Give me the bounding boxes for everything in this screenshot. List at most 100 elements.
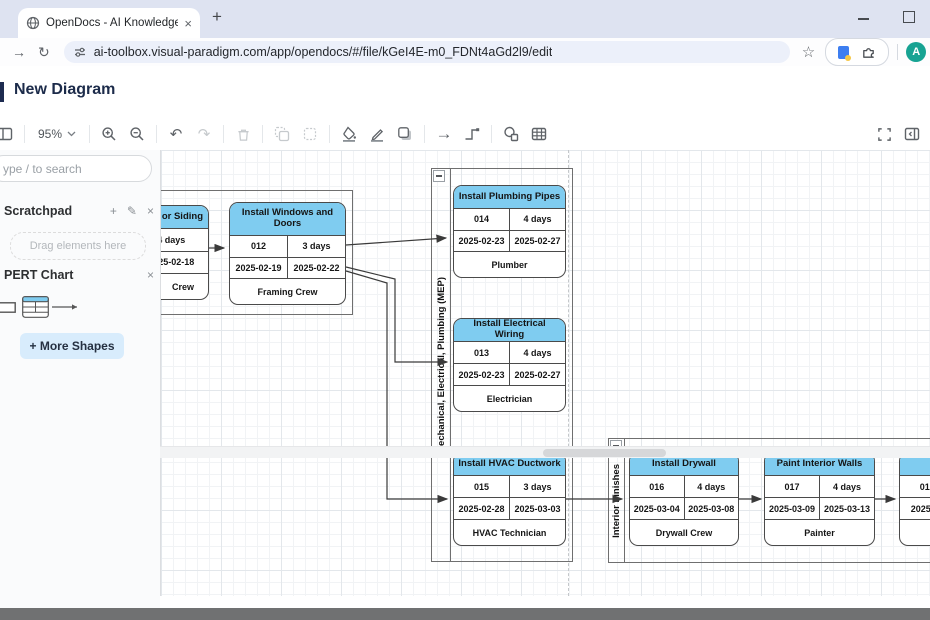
drag-hint: Drag elements here [29,240,127,252]
task-duration: 4 days [523,347,552,358]
page-title: New Diagram [14,81,116,98]
pert-task-hvac[interactable]: Install HVAC Ductwork 015 3 days 2025-02… [453,452,566,546]
delete-icon[interactable] [234,125,252,143]
task-resource: Plumber [491,259,528,270]
tab-close-icon[interactable]: × [184,15,192,31]
table-icon[interactable] [530,125,548,143]
window-maximize-icon[interactable] [903,11,915,23]
scratchpad-add-icon[interactable]: + [109,204,117,218]
site-settings-icon[interactable] [74,46,86,58]
undo-icon[interactable]: ↶ [169,126,183,143]
task-start: 2025-03-04 [630,498,685,519]
puzzle-extensions-icon[interactable] [861,45,876,60]
palette-title: PERT Chart [4,268,74,282]
task-end: 2025-03-13 [823,503,871,514]
more-shapes-label: + More Shapes [29,339,115,353]
pert-task-paint[interactable]: Paint Interior Walls 017 4 days 2025-03-… [764,452,875,546]
shadow-icon[interactable] [396,125,414,143]
task-duration: 3 days [302,241,331,252]
task-end: 2025-03-03 [514,503,561,514]
zoom-out-icon[interactable] [128,125,146,143]
fullscreen-icon[interactable] [875,125,893,143]
task-id: 014 [454,209,510,230]
task-title: or Siding [161,206,208,229]
scratchpad-close-icon[interactable]: × [146,204,154,218]
group-interior-label-strip: Interior Finishes [609,439,625,562]
line-color-icon[interactable] [368,125,386,143]
toggle-right-panel-icon[interactable] [903,125,921,143]
fill-color-icon[interactable] [340,125,358,143]
task-title: Install Electrical Wiring [454,319,565,342]
task-end: 2025-03-08 [688,503,735,514]
search-input[interactable] [0,155,152,182]
task-duration: 4 days [697,481,726,492]
pert-task-siding[interactable]: or Siding 4 days 2025-02-18 Crew [161,205,209,300]
chevron-down-icon [67,131,76,137]
group-interior[interactable]: Interior Finishes [608,438,930,563]
pert-task-shape-thumbnail[interactable] [22,296,49,318]
forward-icon[interactable]: → [12,44,26,60]
more-shapes-button[interactable]: + More Shapes [20,333,124,359]
task-end: 2025-02-27 [514,369,561,380]
extension-icon[interactable] [838,45,852,61]
scratchpad-edit-icon[interactable]: ✎ [126,204,137,218]
copy-icon[interactable] [273,125,291,143]
shape-sidebar: Scratchpad + ✎ × Drag elements here PERT… [0,150,160,608]
elbow-connector-icon[interactable] [463,125,481,143]
diagram-toolbar: 95% ↶ ↷ → [0,118,930,151]
zoom-level-dropdown[interactable]: 95% [38,127,76,141]
rectangle-shape-thumbnail[interactable] [0,302,16,313]
task-id: 012 [230,236,288,257]
group-exterior[interactable] [161,190,353,315]
diagram-canvas[interactable]: Mechanical, Electrical, Plumbing (MEP) I… [160,150,930,596]
scratchpad-title: Scratchpad [4,204,73,218]
task-resource: HVAC Technician [472,527,547,538]
divider [24,125,25,143]
task-title: Ins [900,453,930,476]
task-resource: Fl [900,520,930,545]
scrollbar-thumb[interactable] [543,449,666,457]
task-resource: Framing Crew [257,286,318,297]
shape-picker-icon[interactable] [502,125,520,143]
pert-task-plumbing[interactable]: Install Plumbing Pipes 014 4 days 2025-0… [453,185,566,278]
zoom-in-icon[interactable] [100,125,118,143]
scratchpad-drop-area[interactable]: Drag elements here [10,232,146,260]
window-minimize-icon[interactable] [858,18,869,20]
scratchpad-header: Scratchpad + ✎ × [4,204,154,218]
pert-task-windows-doors[interactable]: Install Windows and Doors 012 3 days 202… [229,202,346,305]
toggle-left-panel-icon[interactable] [0,125,14,143]
task-start: 2025-03-09 [765,498,820,519]
page-break-line [568,150,569,596]
palette-close-icon[interactable]: × [146,268,154,282]
browser-tab[interactable]: OpenDocs - AI Knowledge Base × [18,8,200,38]
profile-avatar[interactable]: A [906,42,927,62]
straight-connector-icon[interactable]: → [435,124,453,143]
task-resource: Painter [804,527,835,538]
pert-task-electrical[interactable]: Install Electrical Wiring 013 4 days 202… [453,318,566,412]
bookmark-star-icon[interactable]: ☆ [801,44,816,61]
group-mep-label-strip: Mechanical, Electrical, Plumbing (MEP) [432,169,451,561]
url-bar[interactable]: ai-toolbox.visual-paradigm.com/app/opend… [63,41,790,63]
app-header: New Diagram Create with AI Save Close [0,66,930,180]
extensions-pill [825,38,890,66]
divider [329,125,331,143]
paste-icon[interactable] [301,125,319,143]
arrow-shape-thumbnail[interactable] [52,302,82,312]
task-start: 2025-03 [900,498,930,519]
horizontal-scrollbar[interactable] [160,446,930,458]
task-duration: 4 days [523,214,552,225]
url-text: ai-toolbox.visual-paradigm.com/app/opend… [93,45,553,59]
divider [89,125,91,143]
divider [262,125,264,143]
palette-header: PERT Chart × [4,268,154,282]
reload-icon[interactable]: ↻ [38,43,50,60]
pert-task-drywall[interactable]: Install Drywall 016 4 days 2025-03-04 20… [629,452,739,546]
collapse-group-mep-icon[interactable] [433,170,445,182]
task-end: 2025-02-27 [514,235,561,246]
browser-tab-strip: OpenDocs - AI Knowledge Base × + [0,0,930,38]
pert-task-flooring[interactable]: Ins 018 2025-03 Fl [899,452,930,546]
redo-icon[interactable]: ↷ [197,126,211,143]
divider [223,125,225,143]
new-tab-button[interactable]: + [212,7,222,26]
